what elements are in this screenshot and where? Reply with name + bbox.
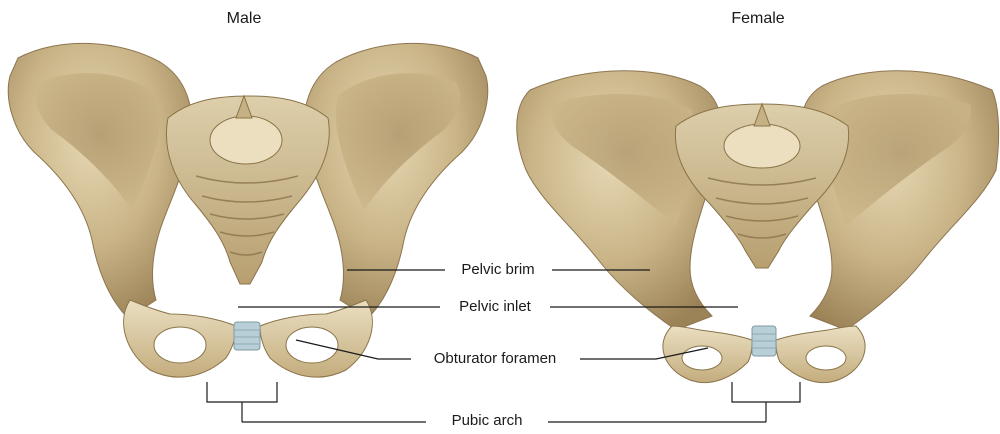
pubic-arch-label: Pubic arch (450, 412, 525, 430)
female-vertebral-body (724, 124, 800, 168)
male-left-obturator-foramen (154, 327, 206, 363)
female-pelvis-illustration (517, 71, 999, 383)
male-pelvis-illustration (8, 43, 487, 377)
male-vertebral-body (210, 116, 282, 164)
male-right-obturator-foramen (286, 327, 338, 363)
female-right-obturator-foramen (806, 346, 846, 370)
pubic-arch-bracket-female (732, 382, 800, 402)
pelvic-brim-label: Pelvic brim (459, 261, 536, 279)
pelvic-inlet-label: Pelvic inlet (457, 298, 533, 316)
pubic-arch-bracket-male (207, 382, 277, 402)
female-panel-title: Female (731, 10, 784, 28)
male-pubic-symphysis (234, 322, 260, 350)
male-panel-title: Male (227, 10, 262, 28)
obturator-foramen-label: Obturator foramen (432, 350, 559, 368)
